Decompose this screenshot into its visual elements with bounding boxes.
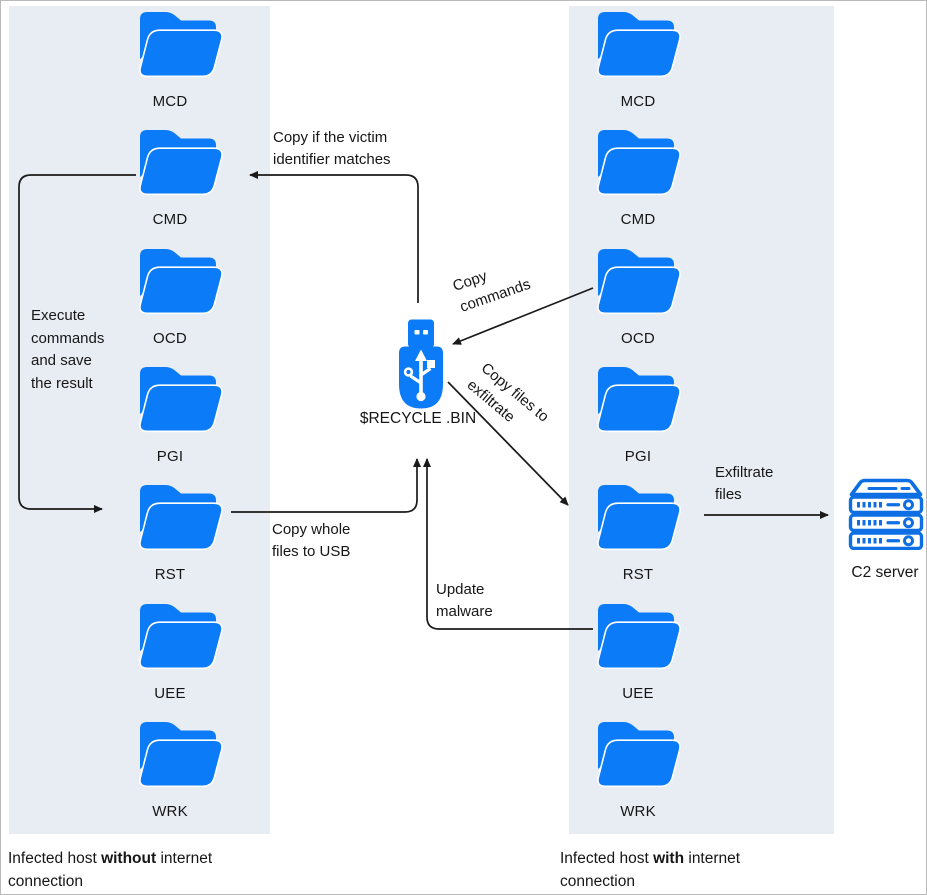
folder-icon	[136, 127, 224, 199]
folder-icon	[594, 127, 682, 199]
folder-label: UEE	[154, 685, 186, 702]
folder-label: RST	[154, 566, 186, 583]
folder-right-wrk: WRK	[588, 719, 688, 820]
caption-text: internet connection	[8, 850, 213, 890]
note-execute-commands: Execute commands and save the result	[31, 307, 105, 392]
usb-drive-icon	[399, 319, 443, 409]
folder-label: CMD	[152, 211, 188, 228]
c2-server-icon	[848, 478, 924, 550]
note-copy-whole-files: Copy whole files to USB	[272, 521, 351, 560]
folder-label: MCD	[152, 93, 188, 110]
note-copy-victim: Copy if the victim identifier matches	[273, 129, 391, 168]
folder-label: PGI	[156, 448, 184, 465]
folder-icon	[594, 601, 682, 673]
folder-icon	[136, 364, 224, 436]
caption-text: Infected host	[8, 850, 102, 867]
folder-icon	[136, 719, 224, 791]
usb-drive-label: $RECYCLE .BIN	[359, 410, 477, 427]
folder-icon	[136, 601, 224, 673]
folder-label: UEE	[622, 685, 654, 702]
folder-right-rst: RST	[588, 482, 688, 583]
arrow-copy-victim-to-cmd	[249, 171, 419, 303]
c2-server-label: C2 server	[851, 564, 919, 581]
folder-icon	[594, 9, 682, 81]
caption-bold-word: with	[653, 850, 685, 867]
folder-left-uee: UEE	[130, 601, 230, 702]
folder-icon	[594, 364, 682, 436]
folder-icon	[136, 246, 224, 318]
folder-label: CMD	[620, 211, 656, 228]
caption-text: internet connection	[560, 850, 741, 890]
folder-label: MCD	[620, 93, 656, 110]
folder-right-ocd: OCD	[588, 246, 688, 347]
folder-label: OCD	[153, 330, 187, 347]
folder-icon	[136, 9, 224, 81]
folder-right-uee: UEE	[588, 601, 688, 702]
note-copy-commands: Copy commands	[450, 267, 533, 316]
folder-label: RST	[622, 566, 654, 583]
folder-left-mcd: MCD	[130, 9, 230, 110]
folder-left-rst: RST	[130, 482, 230, 583]
note-exfiltrate-files: Exfiltrate files	[715, 464, 774, 503]
folder-left-pgi: PGI	[130, 364, 230, 465]
folder-icon	[136, 482, 224, 554]
folder-icon	[594, 482, 682, 554]
note-update-malware: Update malware	[436, 581, 493, 620]
folder-icon	[594, 246, 682, 318]
folder-right-pgi: PGI	[588, 364, 688, 465]
folder-label: WRK	[152, 803, 188, 820]
caption-bold-word: without	[101, 850, 157, 867]
folder-right-cmd: CMD	[588, 127, 688, 228]
folder-left-wrk: WRK	[130, 719, 230, 820]
folder-label: WRK	[620, 803, 656, 820]
folder-label: OCD	[621, 330, 655, 347]
folder-left-ocd: OCD	[130, 246, 230, 347]
caption-text: Infected host	[560, 850, 654, 867]
note-copy-files-exfiltrate: Copy files to exfiltrate	[463, 359, 552, 426]
caption-right-host: Infected host with internet connection	[560, 847, 812, 893]
caption-left-host: Infected host without internet connectio…	[8, 847, 260, 893]
folder-right-mcd: MCD	[588, 9, 688, 110]
folder-icon	[594, 719, 682, 791]
folder-left-cmd: CMD	[130, 127, 230, 228]
folder-label: PGI	[624, 448, 652, 465]
